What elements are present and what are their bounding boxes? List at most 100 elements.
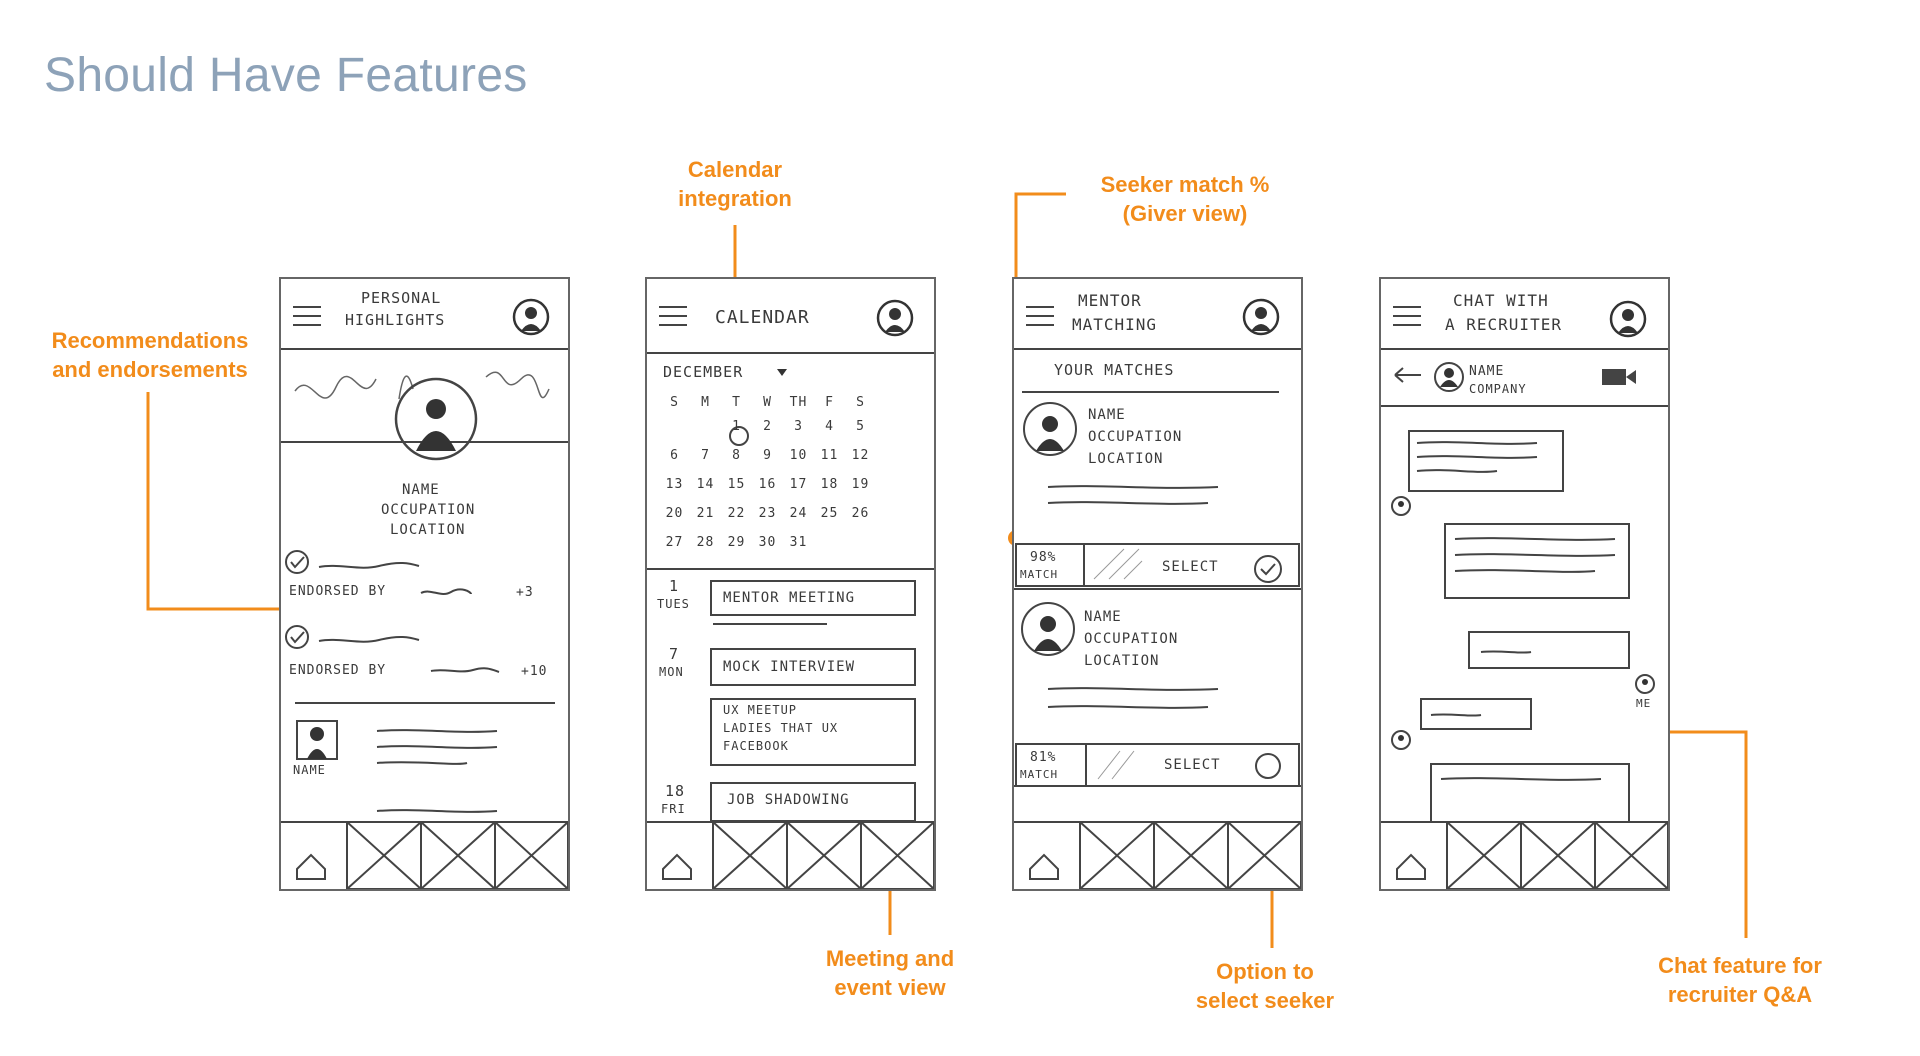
weekday-label: TH [789, 395, 808, 410]
calendar-day[interactable]: 3 [794, 419, 803, 434]
weekday-label: F [825, 395, 834, 410]
event-weekday: MON [659, 665, 684, 679]
calendar-week-row: 13 14 15 16 17 18 19 [659, 477, 879, 506]
profile-name: NAME [402, 482, 440, 498]
home-icon[interactable] [1026, 848, 1058, 878]
screen-title-line1: CHAT WITH [1453, 291, 1549, 310]
profile-occupation: OCCUPATION [381, 502, 476, 518]
calendar-day[interactable]: 1 [732, 419, 741, 434]
weekday-label: S [856, 395, 865, 410]
calendar-day[interactable]: 29 [727, 535, 746, 550]
phone-personal-highlights: PERSONAL HIGHLIGHTS NAME OCCUPATION LOCA… [279, 277, 570, 891]
calendar-week-row: 20 21 22 23 24 25 26 [659, 506, 879, 535]
event-extra[interactable]: UX MEETUP [723, 703, 798, 717]
match-percent: 98% [1030, 550, 1057, 565]
contact-name: NAME [1469, 364, 1505, 379]
calendar-day[interactable]: 22 [727, 506, 746, 521]
calendar-day[interactable]: 19 [851, 477, 870, 492]
calendar-day[interactable]: 30 [758, 535, 777, 550]
weekday-label: S [670, 395, 679, 410]
back-arrow-icon[interactable] [1391, 365, 1425, 385]
home-icon[interactable] [1393, 848, 1425, 878]
event-extra: LADIES THAT UX [723, 721, 839, 735]
screen-title-line2: A RECRUITER [1445, 315, 1562, 334]
video-call-icon[interactable] [1600, 367, 1638, 387]
select-button[interactable]: SELECT [1162, 559, 1219, 575]
home-icon[interactable] [659, 848, 691, 878]
calendar-day[interactable]: 25 [820, 506, 839, 521]
weekday-label: M [701, 395, 710, 410]
matches-subheader: YOUR MATCHES [1054, 361, 1175, 379]
calendar-day[interactable]: 26 [851, 506, 870, 521]
calendar-day[interactable]: 7 [701, 448, 710, 463]
calendar-day [659, 419, 690, 448]
calendar-day[interactable]: 6 [670, 448, 679, 463]
calendar-day [814, 535, 845, 564]
avatar[interactable] [1607, 300, 1643, 336]
calendar-day[interactable]: 18 [820, 477, 839, 492]
calendar-week-row: 1 2 3 4 5 [659, 419, 879, 448]
calendar-day[interactable]: 14 [696, 477, 715, 492]
home-icon[interactable] [293, 848, 325, 878]
calendar-day[interactable]: 2 [763, 419, 772, 434]
event-day: 18 [665, 782, 686, 800]
endorsed-count: +10 [521, 664, 548, 679]
event-weekday: FRI [661, 802, 686, 816]
calendar-day [845, 535, 876, 564]
match-occupation: OCCUPATION [1084, 631, 1179, 647]
match-occupation: OCCUPATION [1088, 429, 1183, 445]
calendar-day[interactable]: 21 [696, 506, 715, 521]
event-title[interactable]: JOB SHADOWING [727, 792, 850, 808]
calendar-day[interactable]: 12 [851, 448, 870, 463]
weekday-row: S M T W TH F S [659, 395, 879, 419]
event-title[interactable]: MENTOR MEETING [723, 590, 856, 606]
screen-title-line2: MATCHING [1072, 315, 1158, 334]
event-title[interactable]: MOCK INTERVIEW [723, 659, 856, 675]
event-day: 7 [669, 645, 680, 663]
match-label: MATCH [1020, 768, 1059, 781]
avatar[interactable] [874, 298, 910, 334]
screen-title-line1: MENTOR [1078, 291, 1142, 310]
menu-icon[interactable] [289, 299, 321, 325]
calendar-day[interactable]: 13 [665, 477, 684, 492]
me-label: ME [1636, 697, 1652, 710]
menu-icon[interactable] [655, 299, 687, 325]
calendar-day[interactable]: 8 [732, 448, 741, 463]
weekday-label: T [732, 395, 741, 410]
avatar[interactable] [511, 298, 547, 334]
avatar[interactable] [1240, 298, 1276, 334]
month-selector[interactable]: DECEMBER [663, 363, 744, 381]
calendar-day[interactable]: 23 [758, 506, 777, 521]
match-label: MATCH [1020, 568, 1059, 581]
match-location: LOCATION [1084, 653, 1160, 669]
profile-location: LOCATION [390, 522, 466, 538]
menu-icon[interactable] [1022, 299, 1054, 325]
calendar-day[interactable]: 10 [789, 448, 808, 463]
calendar-day[interactable]: 16 [758, 477, 777, 492]
event-extra: FACEBOOK [723, 739, 789, 753]
calendar-day[interactable]: 27 [665, 535, 684, 550]
select-button[interactable]: SELECT [1164, 757, 1221, 773]
event-day: 1 [669, 577, 680, 595]
calendar-day[interactable]: 28 [696, 535, 715, 550]
contact-company: COMPANY [1469, 382, 1527, 396]
event-weekday: TUES [657, 597, 690, 611]
calendar-day[interactable]: 9 [763, 448, 772, 463]
calendar-day[interactable]: 24 [789, 506, 808, 521]
calendar-day[interactable]: 4 [825, 419, 834, 434]
calendar-day[interactable]: 20 [665, 506, 684, 521]
menu-icon[interactable] [1389, 299, 1421, 325]
endorsed-by-label: ENDORSED BY [289, 663, 387, 678]
match-percent: 81% [1030, 750, 1057, 765]
weekday-label: W [763, 395, 772, 410]
calendar-day[interactable]: 11 [820, 448, 839, 463]
calendar-day[interactable]: 31 [789, 535, 808, 550]
calendar-day[interactable]: 5 [856, 419, 865, 434]
calendar-day[interactable]: 17 [789, 477, 808, 492]
calendar-day[interactable]: 15 [727, 477, 746, 492]
screen-title: CALENDAR [715, 307, 810, 328]
